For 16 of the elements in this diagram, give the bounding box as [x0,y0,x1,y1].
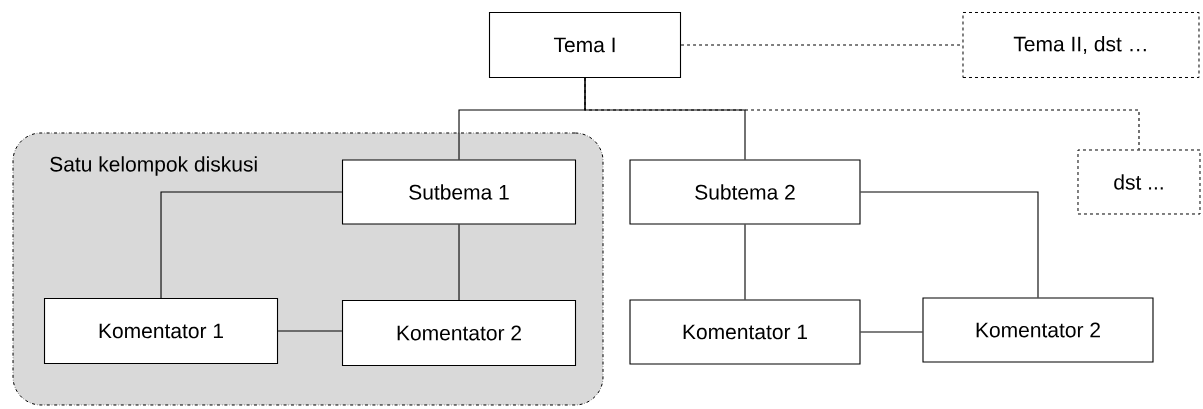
dashed-box: Tema II, dst … [962,12,1200,78]
connector-line [458,224,460,301]
connector-line [744,224,746,300]
process-box: Sutbema 1 [341,159,577,225]
dashed-box: dst ... [1077,149,1201,215]
process-box: Komentator 2 [341,299,577,367]
process-box: Komentator 2 [922,297,1154,363]
connector-line [860,331,923,333]
connector-line [584,77,1140,151]
connector-line [860,191,1039,298]
connector-line [160,191,343,299]
process-box: Komentator 1 [629,299,861,365]
process-box: Komentator 1 [43,297,279,365]
process-box: Tema I [488,11,682,79]
process-box: Subtema 2 [629,159,861,225]
connector-line [277,330,343,332]
